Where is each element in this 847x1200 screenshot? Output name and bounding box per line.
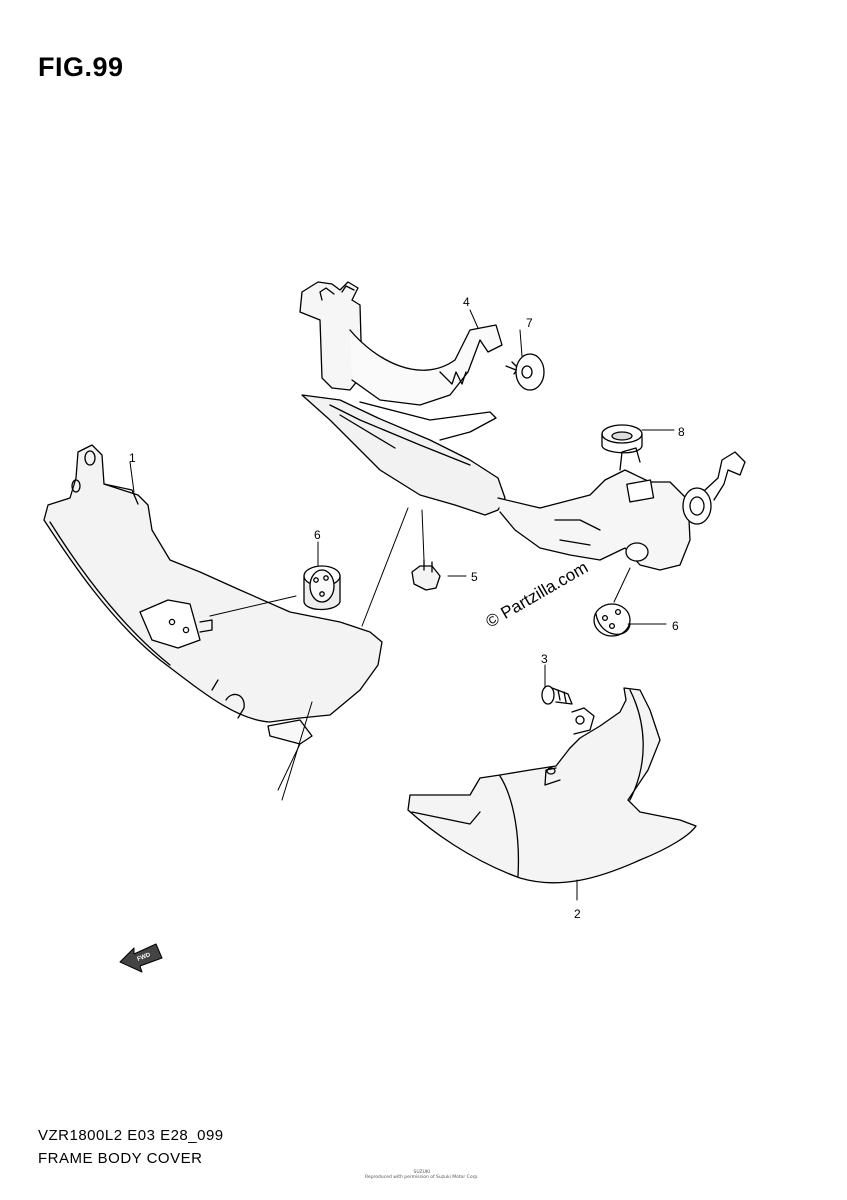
watermark-text: © Partzilla.com (483, 558, 592, 632)
part-cushion-upper[interactable] (601, 424, 643, 454)
callout-3: 3 (541, 652, 548, 666)
fine-print: SUZUKI Reproduced with permission of Suz… (365, 1170, 479, 1180)
fine-print-notice: Reproduced with permission of Suzuki Mot… (365, 1175, 479, 1180)
callout-6-right: 6 (672, 619, 679, 633)
part-clip[interactable] (411, 559, 441, 591)
callout-7: 7 (526, 316, 533, 330)
callout-2: 2 (574, 907, 581, 921)
callout-4: 4 (463, 295, 470, 309)
part-fastener[interactable] (505, 353, 545, 391)
section-name: FRAME BODY COVER (38, 1150, 203, 1167)
fine-print-brand: SUZUKI (413, 1170, 431, 1175)
part-cushion-left[interactable] (303, 565, 341, 611)
part-cushion-right[interactable] (593, 542, 649, 637)
part-lower-cover[interactable] (407, 687, 697, 884)
leader-lines (129, 309, 675, 901)
callout-1: 1 (129, 451, 136, 465)
figure-title: FIG.99 (38, 52, 124, 82)
callout-5: 5 (471, 570, 478, 584)
part-screw[interactable] (541, 685, 573, 705)
callout-6-left: 6 (314, 528, 321, 542)
fwd-label: FWD (137, 952, 153, 963)
model-code: VZR1800L2 E03 E28_099 (38, 1127, 224, 1144)
forward-arrow-icon: FWD (119, 943, 163, 973)
callout-labels: 1 2 3 4 5 6 6 7 8 (129, 295, 685, 921)
part-left-cover[interactable] (43, 444, 383, 745)
callout-8: 8 (678, 425, 685, 439)
